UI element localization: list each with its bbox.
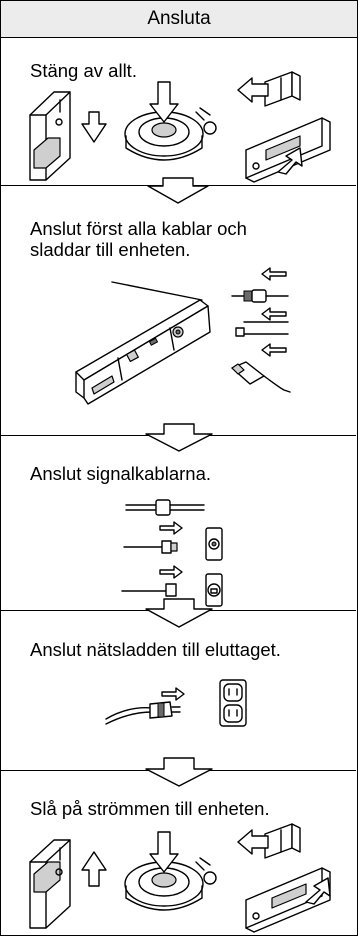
cable-arrows-icon bbox=[261, 267, 287, 357]
slide-switch-on-icon bbox=[237, 823, 331, 933]
power-cord-icon bbox=[105, 701, 181, 725]
plug-arrow-icon bbox=[161, 687, 185, 701]
wall-power-outlet-icon bbox=[219, 679, 247, 727]
audio-jack-cable-icon bbox=[231, 289, 289, 303]
power-switch-on-icon bbox=[29, 839, 71, 929]
joystick-pushdown-icon bbox=[124, 81, 217, 161]
down-arrow-icon bbox=[81, 111, 107, 143]
phone-cable-icon bbox=[235, 321, 289, 337]
step-3-text: Anslut signalkablarna. bbox=[30, 463, 211, 484]
step-4-text: Anslut nätsladden till eluttaget. bbox=[30, 639, 281, 660]
flow-arrow-1 bbox=[147, 177, 209, 204]
laptop-side-icon bbox=[75, 281, 211, 405]
f-connector-cable-icon bbox=[123, 540, 178, 554]
joystick-pushdown-on-icon bbox=[124, 831, 217, 911]
power-switch-off-icon bbox=[29, 91, 71, 181]
wall-phone-outlet-icon bbox=[205, 573, 223, 607]
coax-cable-icon bbox=[125, 499, 205, 516]
phone-signal-cable-icon bbox=[121, 583, 177, 597]
signal-arrows-icon bbox=[159, 521, 183, 579]
slide-switch-off-icon bbox=[237, 71, 331, 183]
flow-arrow-3 bbox=[145, 598, 213, 628]
up-arrow-icon bbox=[81, 851, 107, 887]
panel-title: Ansluta bbox=[1, 1, 357, 38]
step-5-text: Slå på strömmen till enheten. bbox=[30, 798, 270, 819]
wall-antenna-outlet-icon bbox=[205, 527, 223, 561]
step-2-text: Anslut först alla kablar och sladdar til… bbox=[30, 218, 247, 260]
flow-arrow-4 bbox=[145, 757, 213, 787]
usb-cable-icon bbox=[231, 361, 291, 393]
step-1-text: Stäng av allt. bbox=[30, 60, 137, 81]
flow-arrow-2 bbox=[145, 423, 213, 452]
